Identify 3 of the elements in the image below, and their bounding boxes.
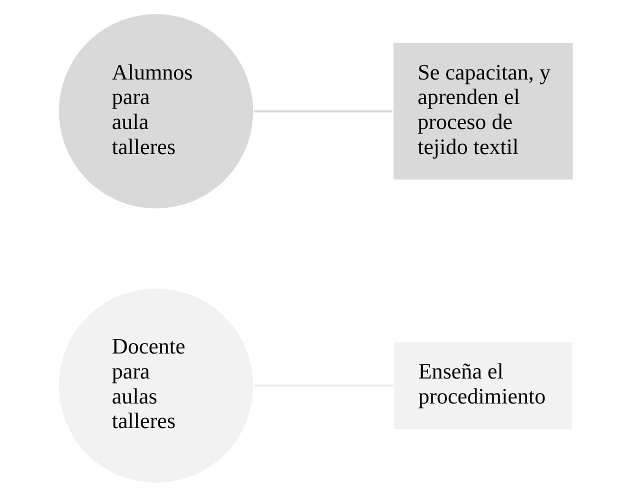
connector [253,110,392,112]
node-box: Se capacitan, y aprenden el proceso de tejido textil [392,42,574,181]
node-circle: Alumnos para aula talleres [57,12,254,210]
